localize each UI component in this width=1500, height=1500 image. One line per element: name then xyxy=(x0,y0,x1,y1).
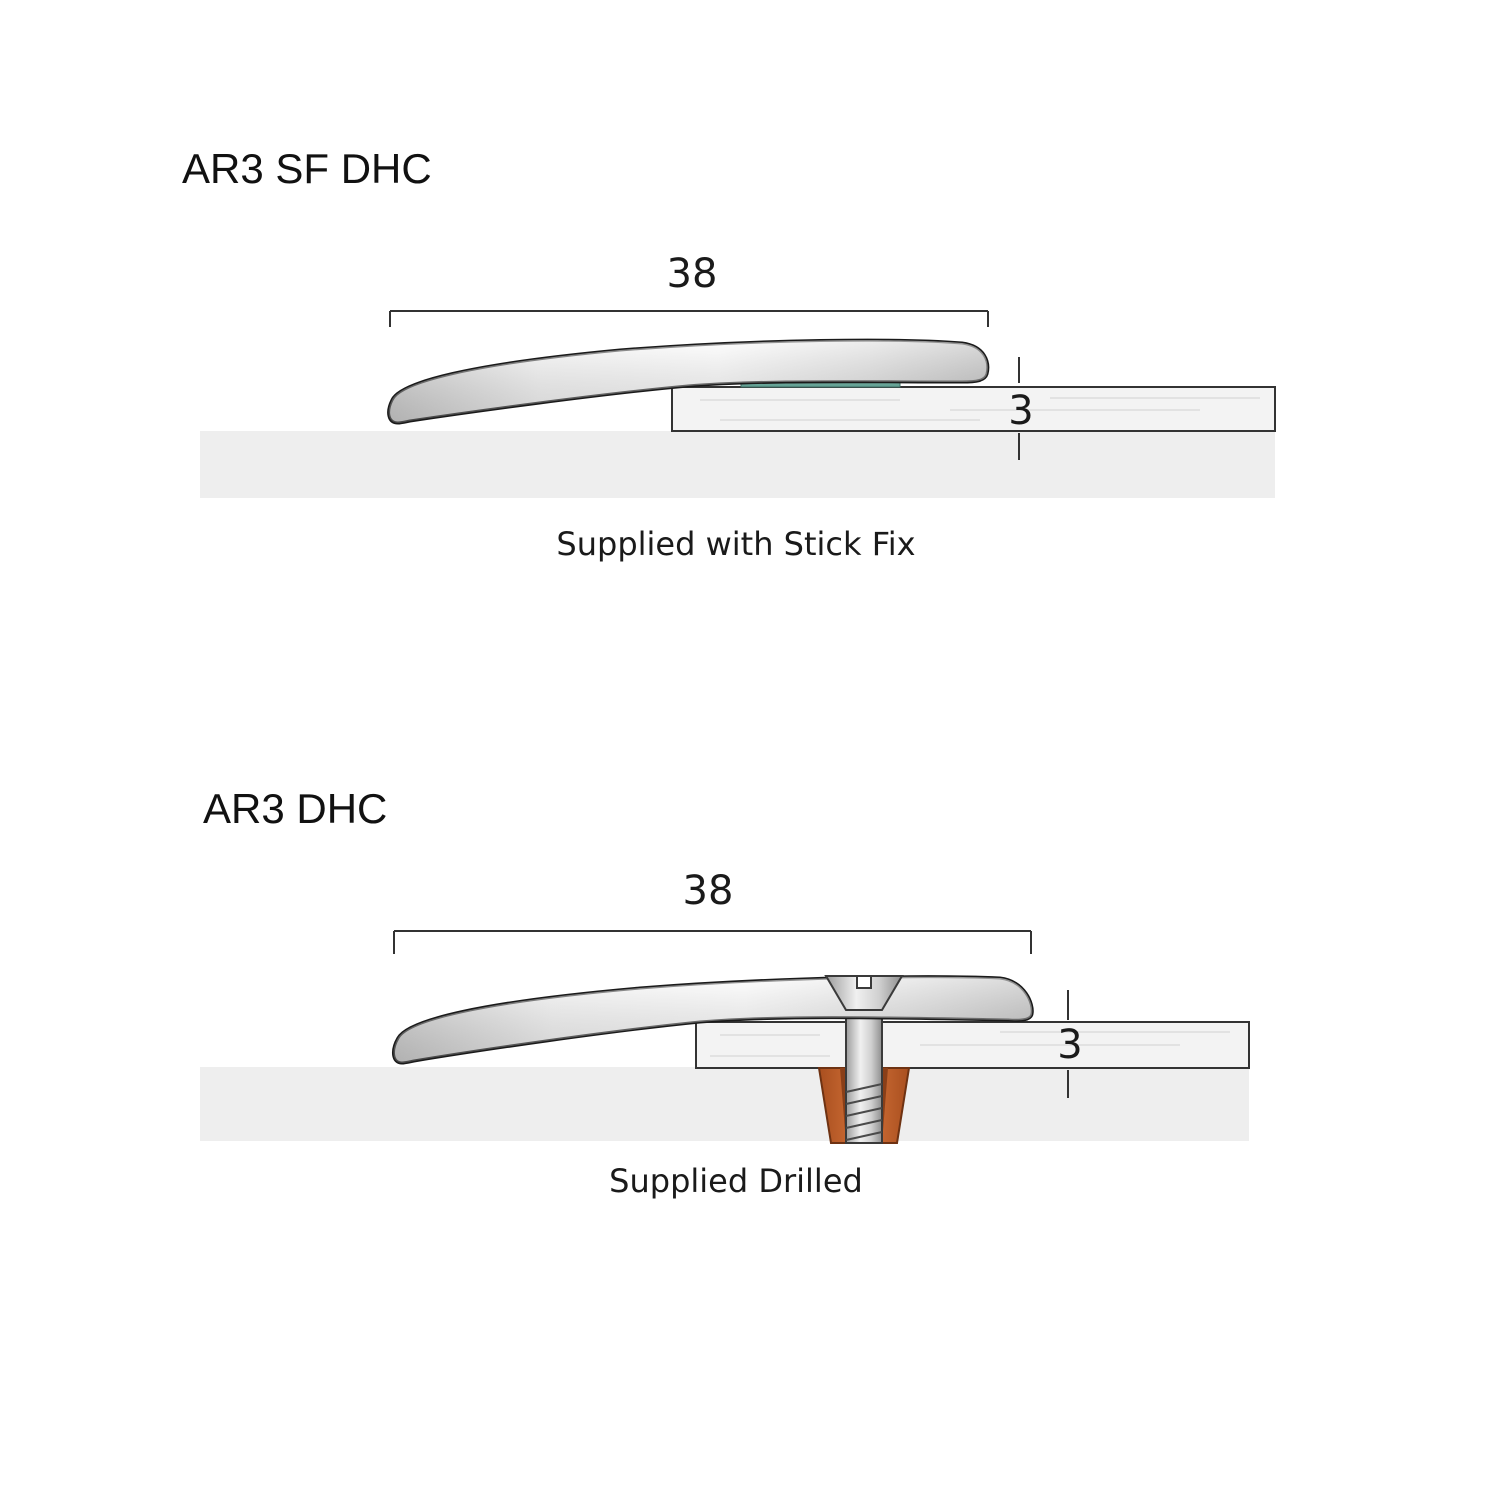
height-label: 3 xyxy=(1057,1022,1082,1068)
diagram-title: AR3 DHC xyxy=(203,785,387,832)
width-dimension xyxy=(389,310,989,327)
width-label: 38 xyxy=(683,868,734,914)
board-grain xyxy=(710,1031,1230,1057)
width-label: 38 xyxy=(667,251,718,297)
diagram-drilled: AR3 DHC xyxy=(200,785,1250,1200)
diagram-caption: Supplied with Stick Fix xyxy=(556,525,915,563)
subfloor xyxy=(200,1067,1249,1141)
ramp-profile-sheen xyxy=(388,340,988,423)
diagram-caption: Supplied Drilled xyxy=(609,1162,863,1200)
diagram-title: AR3 SF DHC xyxy=(182,145,432,192)
screw xyxy=(845,999,883,1144)
height-label: 3 xyxy=(1008,388,1033,434)
width-dimension xyxy=(393,930,1032,954)
screw-head xyxy=(824,975,904,1011)
diagram-stick-fix: AR3 SF DHC 38 3 Supplied with Stic xyxy=(182,145,1276,563)
board-grain xyxy=(700,397,1260,421)
subfloor xyxy=(200,431,1275,498)
